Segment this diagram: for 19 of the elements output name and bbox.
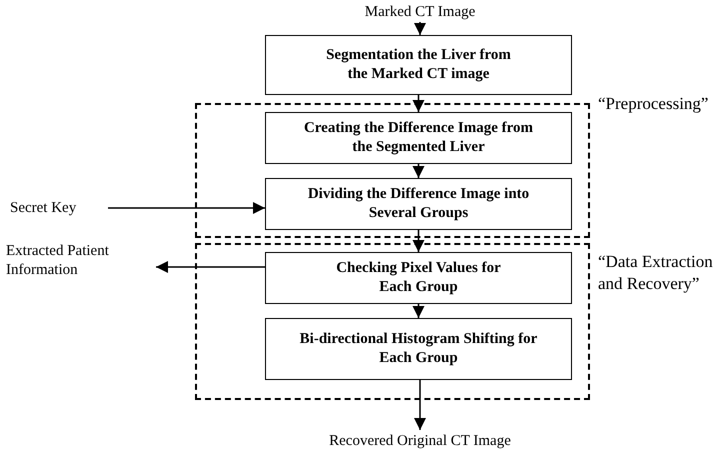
group-label: “Data Extraction and Recovery” [598,251,714,295]
process-box: Segmentation the Liver from the Marked CT image [265,35,572,95]
arrow [108,202,265,214]
arrow [414,22,426,35]
label-text: Extracted Patient Information [6,240,156,282]
process-box: Creating the Difference Image from the Segmented Liver [265,112,572,164]
label-text: Marked CT Image [335,2,505,22]
group-label: “Preprocessing” [598,93,710,115]
process-box: Checking Pixel Values for Each Group [265,252,572,304]
arrow [412,164,424,178]
arrow [412,95,424,112]
label-text: Recovered Original CT Image [320,430,520,452]
arrow [412,230,424,252]
arrow [412,304,424,318]
arrow [156,261,265,273]
process-box: Bi-directional Histogram Shifting for Each Group [265,318,572,380]
arrow [414,380,426,430]
label-text: Secret Key [10,198,108,218]
process-box: Dividing the Difference Image into Several Groups [265,178,572,230]
